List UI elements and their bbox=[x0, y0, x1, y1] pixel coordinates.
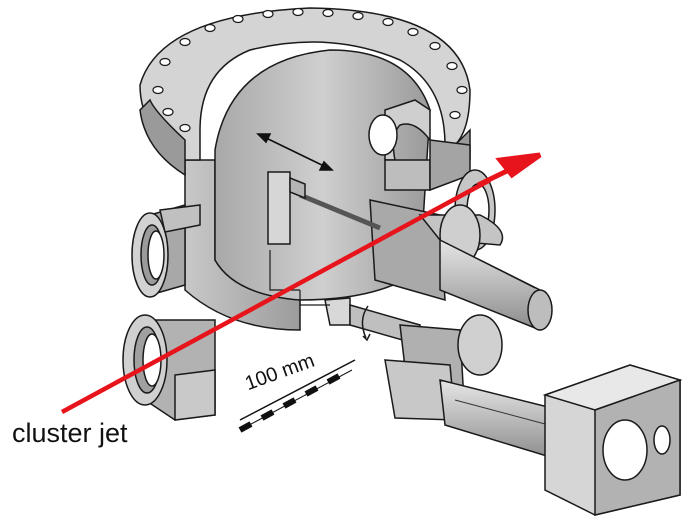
flange-bolt-holes bbox=[152, 7, 468, 133]
cluster-jet-beam bbox=[60, 178, 492, 414]
end-housing bbox=[542, 364, 683, 516]
cluster-jet-label: cluster jet bbox=[12, 418, 128, 448]
right-cut-wall bbox=[368, 99, 471, 192]
top-flange bbox=[139, 7, 471, 177]
probe-holder bbox=[267, 171, 291, 245]
double-arrow-icon bbox=[256, 133, 334, 171]
rotation-marker-icon bbox=[361, 305, 371, 342]
upper-manipulator bbox=[267, 171, 553, 331]
scale-bar bbox=[238, 359, 356, 433]
beam-arrowhead-icon bbox=[476, 152, 542, 188]
probe-rod bbox=[299, 192, 381, 231]
left-lower-flange bbox=[122, 314, 216, 421]
lower-manipulator bbox=[269, 250, 561, 462]
side-port-opening bbox=[368, 114, 398, 156]
left-upper-flange bbox=[131, 204, 201, 298]
